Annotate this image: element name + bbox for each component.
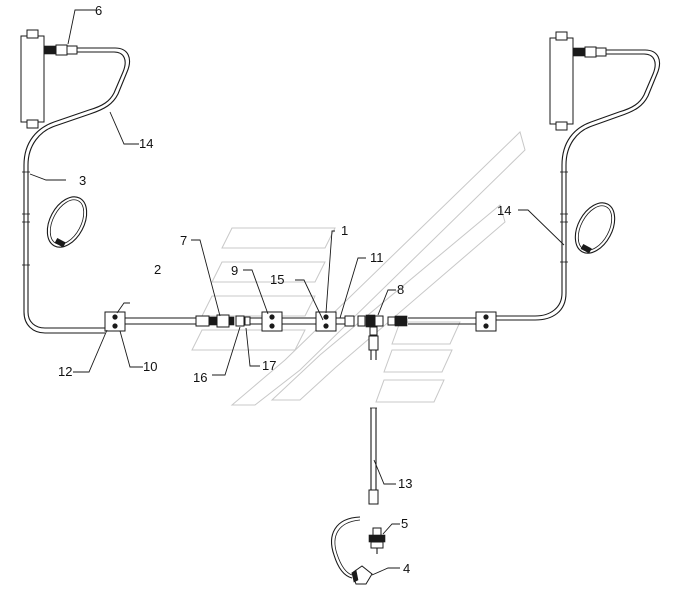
sensor-cable xyxy=(331,516,361,579)
right-hose-ferrule xyxy=(595,47,607,57)
right-hose-clamp xyxy=(574,202,616,254)
left-hose-inner xyxy=(23,51,126,334)
pipe-clamp-right xyxy=(475,311,497,332)
callout-labels: 6 14 3 2 12 10 7 9 15 1 11 8 16 17 13 5 … xyxy=(58,3,511,576)
sensor-plug xyxy=(351,565,373,585)
callout-2: 2 xyxy=(154,262,161,277)
callout-5: 5 xyxy=(401,516,408,531)
right-cylinder-cap-bottom xyxy=(555,121,568,131)
right-cylinder-assembly xyxy=(549,31,607,131)
callout-10: 10 xyxy=(143,359,157,374)
callout-4: 4 xyxy=(403,561,410,576)
gauge-fitting xyxy=(368,527,386,554)
left-hose-ferrule xyxy=(66,45,78,55)
main-pipe xyxy=(105,317,495,325)
left-cylinder-cap-bottom xyxy=(26,119,39,129)
left-cylinder-fitting xyxy=(43,45,57,55)
left-cylinder-body xyxy=(20,35,45,123)
left-cylinder-cap-top xyxy=(26,29,39,39)
callout-14-left: 14 xyxy=(139,136,153,151)
callout-12: 12 xyxy=(58,364,72,379)
right-cylinder-fitting xyxy=(572,47,586,57)
callout-9: 9 xyxy=(231,263,238,278)
callout-3: 3 xyxy=(79,173,86,188)
pipe-clamp-mid xyxy=(315,311,337,332)
callout-7: 7 xyxy=(180,233,187,248)
callout-11: 11 xyxy=(370,250,384,265)
left-hose-clamp xyxy=(46,196,88,248)
left-hose-outer xyxy=(27,47,131,329)
callout-15: 15 xyxy=(270,272,284,287)
vertical-pipe xyxy=(368,335,379,505)
pipe-clamp-mid-left xyxy=(261,311,283,332)
callout-14-right: 14 xyxy=(497,203,511,218)
pipe-clamp-left xyxy=(104,311,126,332)
callout-8: 8 xyxy=(397,282,404,297)
left-cylinder-assembly xyxy=(20,29,78,129)
leader-lines xyxy=(29,9,565,576)
right-hose-outer xyxy=(495,49,661,321)
watermark-logo xyxy=(191,131,526,406)
callout-1: 1 xyxy=(341,223,348,238)
sensor-cable-inner xyxy=(334,519,361,576)
callout-16: 16 xyxy=(193,370,207,385)
right-hose-nut xyxy=(584,46,597,58)
right-cylinder-body xyxy=(549,37,574,125)
right-hose-inner xyxy=(495,53,656,317)
tee-fitting xyxy=(344,314,408,336)
right-cylinder-cap-top xyxy=(555,31,568,41)
callout-17: 17 xyxy=(262,358,276,373)
callout-6: 6 xyxy=(95,3,102,18)
callout-13: 13 xyxy=(398,476,412,491)
left-hose-nut xyxy=(55,44,68,56)
coupling-assembly xyxy=(195,314,251,328)
